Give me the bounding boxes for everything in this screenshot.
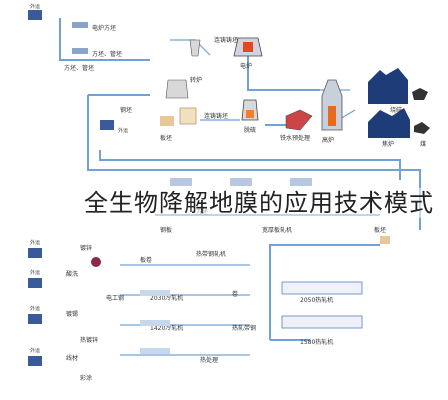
cold-rolling-area: 板卷 2030冷轧机 1420冷轧机 电工钢 镀锌 热镀锌 彩涂 酸洗 镀锡 热…: [66, 244, 218, 382]
label-jiaolu: 焦炉: [382, 140, 394, 148]
label-lengzha-2030: 2030冷轧机: [150, 294, 183, 302]
label-dianjie: 电工钢: [106, 294, 124, 302]
label-reduxi: 热镀锌: [80, 336, 98, 344]
truck-icon: [28, 314, 42, 324]
outbound-bottom: 外运 外运 外运 外运 线材 方坯: [28, 208, 208, 366]
label-banjuan: 板卷: [140, 256, 152, 264]
caster-icon: [179, 107, 197, 125]
truck-icon: [28, 248, 42, 258]
hot-rolling-area: 宽厚板轧机 钢板 热带钢轧机 板坯: [160, 178, 390, 258]
label-xianguan: 线材: [66, 354, 78, 362]
overlay-title: 全生物降解地膜的应用技术模式: [84, 188, 434, 218]
flow-line: [269, 244, 380, 340]
label-waiyun-3: 外运: [30, 239, 40, 246]
label-rezha-zhuanlu: 热带钢轧机: [196, 250, 226, 258]
coil-row-icon: [140, 348, 170, 354]
sintering-plant-icon: [368, 68, 408, 104]
label-banpi: 板坯: [160, 134, 172, 142]
label-waiyun-1: 外运: [30, 3, 40, 10]
outbound-middle: 外运 板坯 钢坯: [100, 106, 174, 142]
label-meitan: 煤: [420, 140, 426, 148]
ladle-small-icon: [189, 39, 201, 57]
hot-metal-icon: [246, 110, 254, 118]
plate-icon: [290, 178, 312, 186]
label-lianzhu-tiepi: 连铸铸坯: [214, 36, 238, 44]
molten-steel-icon: [243, 42, 253, 52]
label-tuoliu: 脱硫: [244, 126, 256, 134]
outbound-top: 外运 电炉方坯 方坯、管坯 方坯、管坯: [28, 3, 122, 72]
label-lianzhu: 连铸铸坯: [204, 112, 228, 120]
blast-furnace-area: 高炉 铁水预处理 脱硫: [241, 79, 343, 144]
mill-line-2050: [281, 281, 363, 295]
mill-line-1580: [281, 315, 363, 329]
slab-icon: [380, 236, 390, 244]
coil-row-icon: [140, 290, 170, 296]
raw-materials-area: 烧结 焦炉 煤: [368, 68, 430, 148]
rolling-mills: 2050热轧机 1580热轧机 卷 热轧带钢: [232, 281, 363, 346]
coke-oven-icon: [368, 108, 410, 138]
label-shaojie: 烧结: [390, 106, 402, 114]
plate-icon: [170, 178, 192, 186]
flow-line: [247, 40, 320, 91]
flow-line: [99, 150, 401, 180]
label-lengzha-1420: 1420冷轧机: [150, 324, 183, 332]
truck-icon: [28, 10, 42, 20]
label-waiyun-5: 外运: [30, 305, 40, 312]
label-zhuanlu: 转炉: [190, 76, 202, 84]
label-fangpi-guanpi: 方坯、管坯: [92, 50, 122, 58]
ore-pile-icon: [412, 88, 428, 100]
label-juan: 卷: [232, 290, 238, 298]
truck-icon: [28, 278, 42, 288]
slab-icon: [160, 116, 174, 126]
molten-iron-icon: [328, 106, 336, 126]
label-caitu: 彩涂: [80, 374, 92, 382]
label-tieshui: 铁水预处理: [280, 134, 310, 142]
label-suanxi: 酸洗: [66, 270, 78, 278]
truck-icon: [100, 120, 114, 130]
coal-pile-icon: [414, 122, 430, 134]
label-lengzha-1580: 1580热轧机: [300, 338, 333, 346]
billet-icon: [72, 22, 88, 28]
label-duxi2: 镀锡: [66, 310, 78, 318]
label-banpi-2: 板坯: [374, 226, 386, 234]
torpedo-car-icon: [285, 109, 313, 131]
label-fangpi-guanpi-2: 方坯、管坯: [64, 64, 94, 72]
coil-icon: [91, 257, 101, 267]
label-waiyun-6: 外运: [30, 347, 40, 354]
label-kuanhou-ban: 宽厚板轧机: [262, 226, 292, 234]
label-waiyun-2: 外运: [118, 127, 128, 134]
converter-icon: [165, 79, 189, 99]
label-gaolu2: 高炉: [322, 136, 334, 144]
label-rechuli: 热处理: [200, 356, 218, 364]
label-dianlu-fangpi: 电炉方坯: [92, 24, 116, 32]
label-lengzha-2050: 2050热轧机: [300, 296, 333, 304]
steelmaking-area: 电炉 连铸铸坯 转炉 连铸铸坯: [165, 36, 263, 125]
plate-icon: [230, 178, 252, 186]
flow-line: [59, 18, 150, 61]
label-waiyun-4: 外运: [30, 269, 40, 276]
label-rezha-banzhuan: 热轧带钢: [232, 324, 256, 332]
truck-icon: [28, 356, 42, 366]
billet-icon: [72, 48, 88, 54]
label-gangban: 钢板: [160, 226, 172, 234]
label-gaolu: 电炉: [240, 62, 252, 70]
coil-row-icon: [140, 320, 170, 326]
label-ruhuo: 钢坯: [120, 106, 132, 114]
label-duxi: 镀锌: [80, 244, 92, 252]
blast-furnace-icon: [321, 79, 343, 131]
